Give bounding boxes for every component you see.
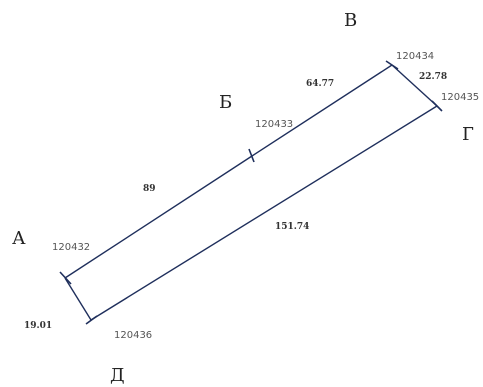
length-label-g-d: 151.74 (275, 222, 309, 232)
point-id-120436: 120436 (114, 330, 152, 341)
corner-label-a: А (12, 228, 26, 249)
corner-label-g: Г (462, 124, 474, 145)
tick-mark-d (85, 315, 98, 325)
edge-g-d (90, 105, 438, 321)
length-label-v-g: 22.78 (419, 72, 447, 82)
edge-b-v (251, 64, 393, 157)
length-label-d-a: 19.01 (24, 321, 52, 331)
edge-v-g (391, 64, 438, 107)
corner-label-v: В (344, 10, 357, 31)
length-label-a-b: 89 (143, 184, 156, 194)
point-id-120435: 120435 (441, 92, 479, 103)
point-id-120433: 120433 (255, 119, 293, 130)
point-id-120434: 120434 (396, 51, 434, 62)
edge-a-b (64, 155, 253, 279)
tick-mark-a (59, 271, 72, 285)
tick-mark-b (248, 148, 255, 163)
corner-label-d: Д (110, 365, 125, 386)
corner-label-b: Б (219, 92, 232, 113)
length-label-b-v: 64.77 (306, 79, 334, 89)
edge-d-a (64, 277, 92, 321)
tick-mark-v (385, 60, 399, 70)
tick-mark-g (431, 100, 443, 112)
point-id-120432: 120432 (52, 242, 90, 253)
